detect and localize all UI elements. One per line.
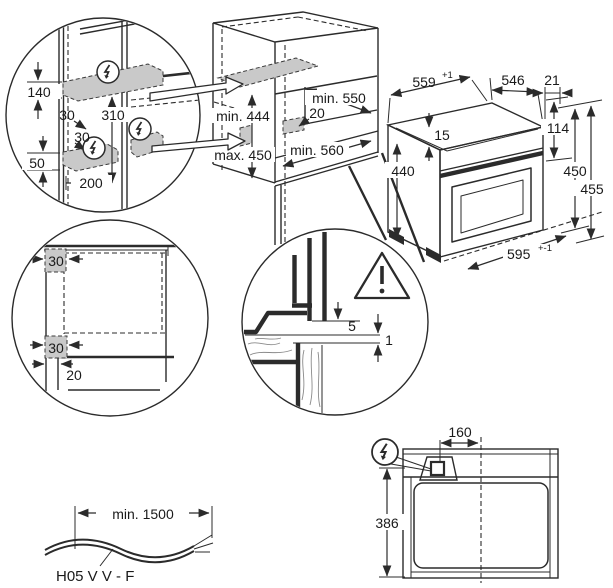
electrical-connection-icon <box>96 60 120 84</box>
electrical-connection-icon <box>371 438 399 466</box>
connection-zone-cabinet-top <box>216 57 320 88</box>
cable-type-label: H05 V V - F <box>56 568 134 585</box>
top-view: 160 386 <box>369 424 559 583</box>
dim-min-1500: min. 1500 <box>112 506 174 522</box>
dim-114: 114 <box>547 120 570 136</box>
dim-50: 50 <box>29 155 45 171</box>
dim-min-444: min. 444 <box>216 108 270 124</box>
dim-450: 450 <box>563 163 587 179</box>
callout-arrow-upper <box>149 76 244 102</box>
dim-15: 15 <box>434 127 450 143</box>
dim-max-450: max. 450 <box>214 147 272 163</box>
oven-foot <box>426 247 441 263</box>
dim-595: 595 <box>507 246 531 262</box>
connection-zone-front-top <box>44 248 67 273</box>
dim-546: 546 <box>501 72 525 88</box>
dim-559-tolerance: +1 <box>442 70 453 81</box>
dim-440: 440 <box>391 163 415 179</box>
dim-min-560: min. 560 <box>290 142 344 158</box>
trim-gap-detail: 5 1 <box>241 228 429 416</box>
dim-455: 455 <box>580 181 604 197</box>
dim-386: 386 <box>375 515 399 531</box>
warning-icon <box>353 251 411 300</box>
callout-arrow-lower <box>151 132 246 153</box>
dim-30-mid: 30 <box>74 129 90 145</box>
dim-140: 140 <box>27 84 51 100</box>
dim-30-top: 30 <box>59 107 75 123</box>
dim-min-550: min. 550 <box>312 90 366 106</box>
power-cable: min. 1500 H05 V V - F <box>44 506 214 585</box>
connection-zone-front-bottom <box>44 335 68 359</box>
oven-dimensions-view: 559 +1 546 21 15 114 440 450 <box>385 70 610 270</box>
dim-559: 559 <box>412 74 436 90</box>
dim-30-front-bottom: 30 <box>48 340 64 356</box>
dim-30-front-top: 30 <box>48 253 64 269</box>
dim-20-plinth: 20 <box>66 367 82 383</box>
dim-5: 5 <box>348 318 356 334</box>
dim-160: 160 <box>448 424 472 440</box>
dim-200: 200 <box>79 175 103 191</box>
dim-21: 21 <box>544 72 560 88</box>
mains-terminal-box <box>419 456 458 481</box>
oven-door-window <box>451 167 532 243</box>
cabinet-niche-view: min. 550 20 min. 444 max. 450 min. 560 <box>211 11 426 263</box>
dim-310: 310 <box>101 107 125 123</box>
dim-1: 1 <box>385 332 393 348</box>
connection-zone-cabinet-right-wall <box>282 116 305 135</box>
electrical-connection-icon <box>128 117 152 141</box>
detail-circle-connection-zones: 140 30 310 30 50 200 <box>5 17 201 213</box>
dim-595-tolerance: +-1 <box>538 243 552 254</box>
dim-20-cabinet: 20 <box>309 105 325 121</box>
front-view-detail: 30 30 20 <box>11 219 209 417</box>
